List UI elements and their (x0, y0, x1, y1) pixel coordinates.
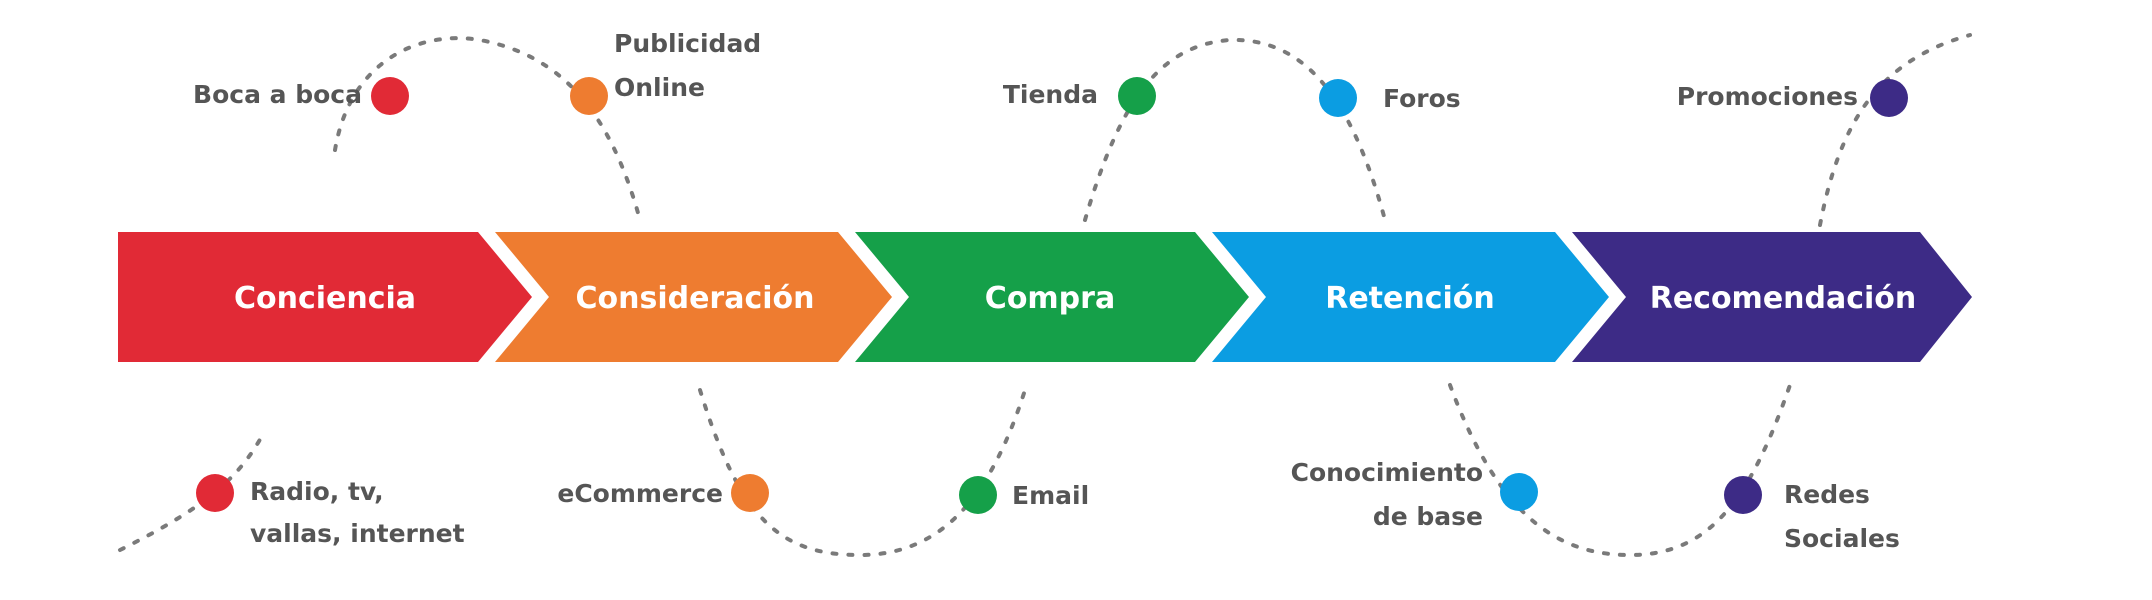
touchpoint-conocimiento: Conocimiento de base (1291, 458, 1538, 531)
touchpoint-boca-a-boca: Boca a boca (193, 77, 409, 115)
touchpoint-radio-tv: Radio, tv, vallas, internet (196, 474, 465, 548)
touchpoint-publicidad-online: Publicidad Online (570, 29, 761, 115)
touchpoint-dot (371, 77, 409, 115)
touchpoint-label: eCommerce (557, 479, 723, 508)
touchpoint-dot (196, 474, 234, 512)
touchpoint-email: Email (959, 476, 1089, 514)
touchpoint-label: Email (1012, 481, 1089, 510)
touchpoint-label: Sociales (1784, 524, 1900, 553)
touchpoint-label: Publicidad (614, 29, 761, 58)
stage-compra: Compra (855, 232, 1249, 362)
touchpoint-label: de base (1373, 502, 1483, 531)
touchpoint-promociones: Promociones (1677, 79, 1908, 117)
touchpoint-label: Redes (1784, 480, 1870, 509)
stage-label: Recomendación (1650, 281, 1917, 316)
stage-arrow (855, 232, 1249, 362)
touchpoint-label: Tienda (1003, 80, 1098, 109)
touchpoint-label: Online (614, 73, 705, 102)
stage-label: Retención (1325, 281, 1495, 316)
stage-arrow (495, 232, 892, 362)
touchpoint-label: Boca a boca (193, 80, 362, 109)
stage-consideracion: Consideración (495, 232, 892, 362)
stage-arrow (1212, 232, 1609, 362)
touchpoint-redes-sociales: Redes Sociales (1724, 476, 1900, 553)
touchpoint-dot (1870, 79, 1908, 117)
touchpoint-dot (1724, 476, 1762, 514)
stage-label: Consideración (575, 281, 814, 316)
stage-retencion: Retención (1212, 232, 1609, 362)
touchpoint-ecommerce: eCommerce (557, 474, 769, 512)
touchpoint-dot (1319, 79, 1357, 117)
touchpoint-dot (1500, 473, 1538, 511)
stage-arrow (118, 232, 532, 362)
stage-label: Conciencia (234, 281, 416, 316)
stage-label: Compra (985, 281, 1115, 316)
stage-recomendacion: Recomendación (1572, 232, 1972, 362)
touchpoint-label: Conocimiento (1291, 458, 1483, 487)
touchpoint-label: Foros (1383, 84, 1461, 113)
touchpoint-foros: Foros (1319, 79, 1461, 117)
touchpoint-dot (570, 77, 608, 115)
touchpoint-label: Radio, tv, (250, 477, 384, 506)
touchpoint-dot (959, 476, 997, 514)
touchpoint-dot (1118, 77, 1156, 115)
touchpoint-label: vallas, internet (250, 519, 465, 548)
stage-conciencia: Conciencia (118, 232, 532, 362)
touchpoint-label: Promociones (1677, 82, 1858, 111)
touchpoint-tienda: Tienda (1003, 77, 1156, 115)
touchpoint-dot (731, 474, 769, 512)
stage-arrow (1572, 232, 1972, 362)
